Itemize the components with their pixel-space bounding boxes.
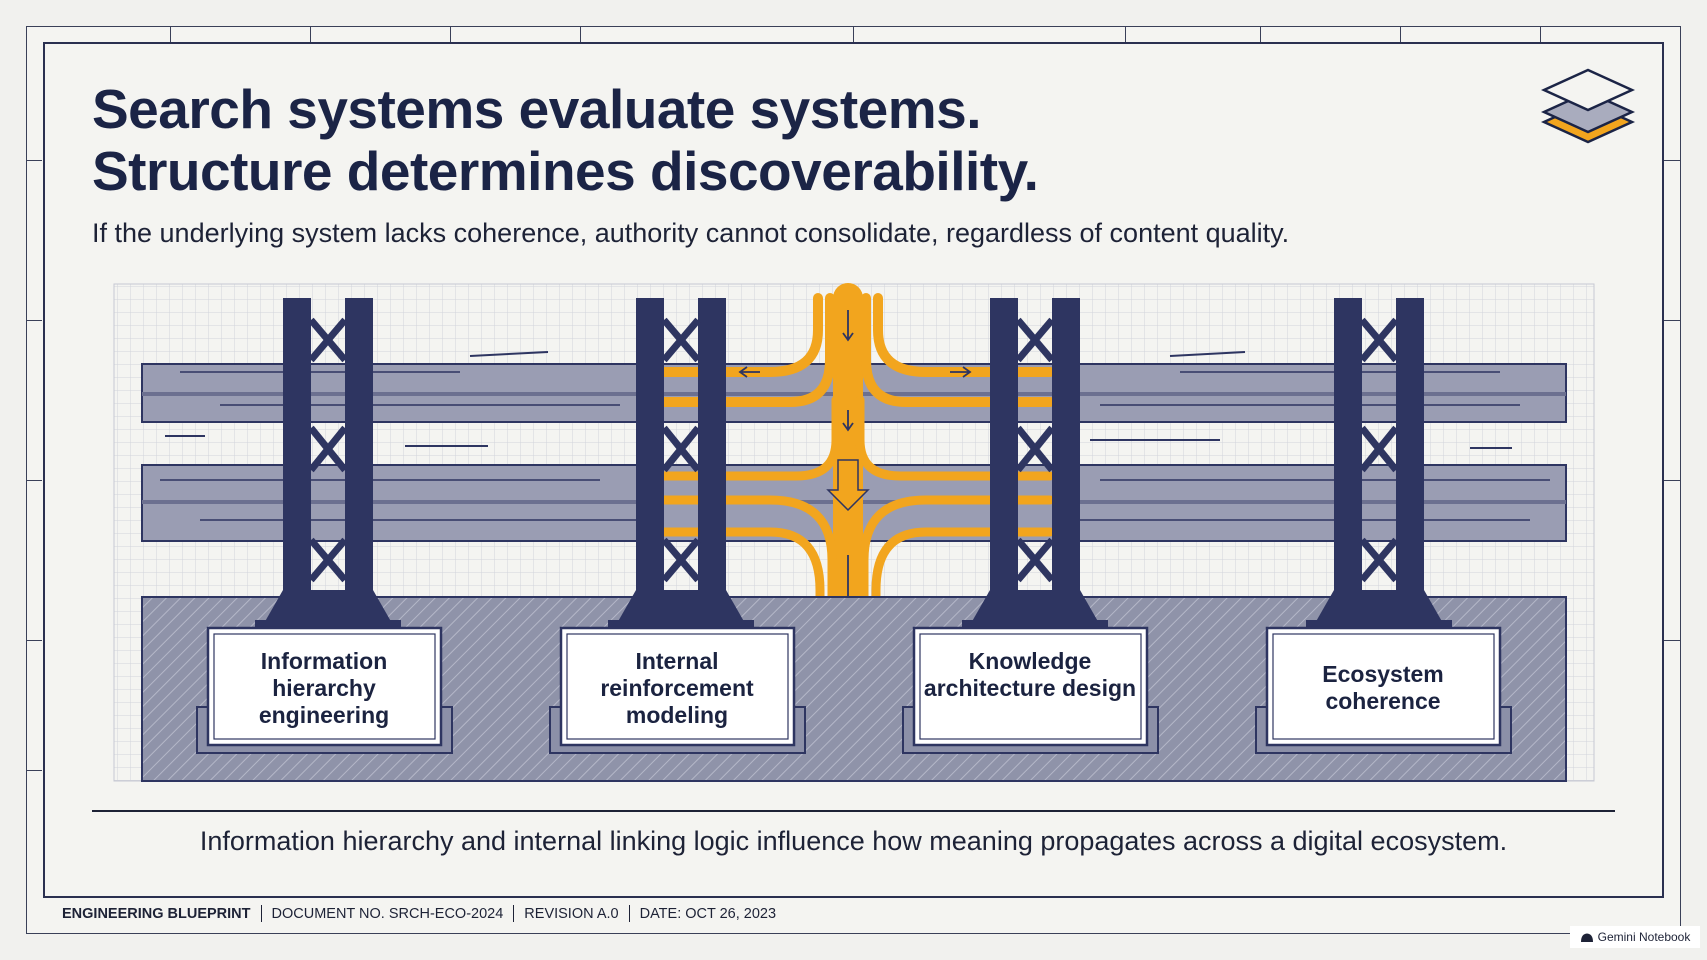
node-box-3 bbox=[902, 626, 1159, 754]
border-tick bbox=[170, 26, 171, 42]
border-tick bbox=[450, 26, 451, 42]
diagram-caption: Information hierarchy and internal linki… bbox=[199, 826, 1508, 856]
node-label-3: Knowledge architecture design bbox=[923, 648, 1137, 701]
badge-text: Gemini Notebook bbox=[1597, 930, 1691, 944]
pylon-4 bbox=[1306, 298, 1452, 630]
divider-rule bbox=[92, 810, 1615, 812]
border-tick bbox=[26, 640, 42, 641]
title-line-2: Structure determines discoverability. bbox=[92, 140, 1039, 202]
border-tick bbox=[1664, 320, 1681, 321]
border-tick bbox=[1664, 480, 1681, 481]
border-tick bbox=[853, 26, 854, 42]
footer: ENGINEERING BLUEPRINT DOCUMENT NO. SRCH-… bbox=[62, 905, 776, 922]
footer-document: DOCUMENT NO. SRCH-ECO-2024 bbox=[271, 905, 504, 922]
border-tick bbox=[1664, 160, 1681, 161]
footer-revision: REVISION A.0 bbox=[524, 905, 619, 922]
down-arrow-icon bbox=[826, 459, 870, 512]
footer-separator bbox=[628, 905, 630, 922]
notebook-icon bbox=[1580, 933, 1593, 942]
footer-separator bbox=[513, 905, 515, 922]
border-tick bbox=[1400, 26, 1401, 42]
page-title: Search systems evaluate systems. Structu… bbox=[92, 78, 1039, 202]
pylon-1 bbox=[255, 298, 401, 630]
layers-icon bbox=[1540, 68, 1636, 144]
border-tick bbox=[1664, 640, 1681, 641]
title-line-1: Search systems evaluate systems. bbox=[92, 78, 982, 140]
footer-date: DATE: OCT 26, 2023 bbox=[639, 905, 777, 922]
page-subtitle: If the underlying system lacks coherence… bbox=[92, 218, 1290, 248]
pylon-2 bbox=[608, 298, 754, 630]
border-tick bbox=[1540, 26, 1541, 42]
node-label-1: Information hierarchy engineering bbox=[258, 648, 390, 728]
pylon-3 bbox=[962, 298, 1108, 630]
border-tick bbox=[26, 770, 42, 771]
node-label-2: Internal reinforcement modeling bbox=[600, 648, 754, 728]
sheet-frame bbox=[43, 42, 1664, 898]
border-tick bbox=[26, 320, 42, 321]
border-tick bbox=[1125, 26, 1126, 42]
footer-separator bbox=[260, 905, 262, 922]
gemini-notebook-badge[interactable]: Gemini Notebook bbox=[1570, 926, 1700, 948]
node-box-2 bbox=[549, 626, 806, 754]
node-label-4: Ecosystem coherence bbox=[1322, 661, 1444, 714]
footer-label: ENGINEERING BLUEPRINT bbox=[62, 905, 251, 922]
border-tick bbox=[580, 26, 581, 42]
node-box-1 bbox=[196, 626, 453, 754]
node-box-4 bbox=[1255, 626, 1512, 754]
border-tick bbox=[310, 26, 311, 42]
border-tick bbox=[26, 160, 42, 161]
border-tick bbox=[26, 480, 42, 481]
border-tick bbox=[1260, 26, 1261, 42]
